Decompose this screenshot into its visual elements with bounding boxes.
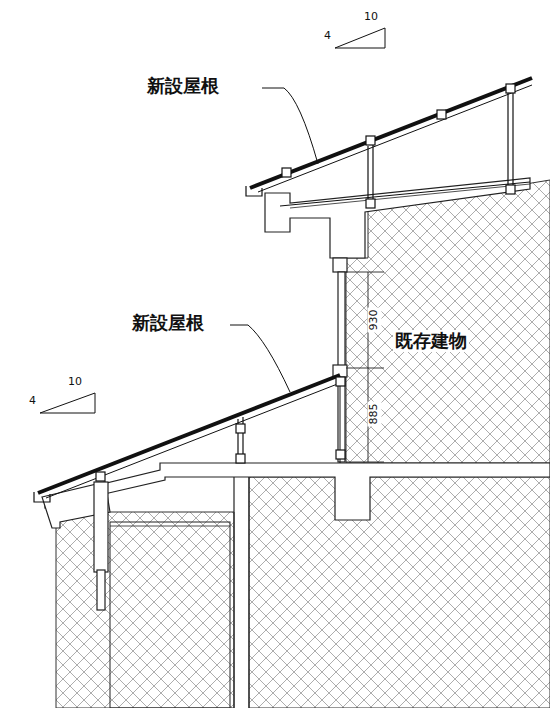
purlin	[506, 84, 515, 93]
leader-line	[230, 325, 290, 392]
gutter	[246, 186, 262, 196]
slope-symbol	[40, 28, 385, 413]
door-head	[110, 526, 230, 527]
slope-rise: 4	[29, 395, 36, 407]
leader-line	[262, 88, 318, 164]
dimension-number: 930	[367, 308, 381, 333]
dim-ext	[346, 272, 384, 273]
column-line	[233, 477, 234, 708]
left-hatch	[56, 512, 234, 708]
slope-triangle	[335, 28, 385, 48]
purlin	[336, 450, 345, 459]
purlin	[437, 110, 446, 119]
upper-new-roof	[246, 78, 532, 208]
roof-posts	[96, 377, 345, 481]
purlin	[236, 424, 245, 433]
purlin	[366, 136, 375, 145]
roof-sheet	[250, 78, 532, 188]
upper-hatch	[346, 180, 550, 463]
roof-label: 新設屋根	[147, 76, 219, 96]
lower-new-roof	[34, 375, 345, 502]
sash-box	[97, 570, 105, 610]
building-label: 既存建物	[393, 330, 469, 352]
purlin	[282, 168, 291, 177]
dim-line	[368, 272, 369, 462]
upper-slab-inner	[290, 184, 530, 208]
purlin	[336, 377, 345, 386]
column-line	[248, 477, 249, 708]
post	[372, 144, 373, 199]
existing-building-hatch	[56, 180, 550, 708]
post	[507, 93, 508, 186]
upper-eave-slab	[265, 178, 530, 258]
roof-board	[258, 85, 532, 192]
dimension-number: 885	[367, 402, 381, 427]
rafter-line	[280, 182, 530, 206]
upper-structure	[265, 178, 530, 462]
roof-label: 新設屋根	[132, 313, 204, 333]
dim-ext	[346, 368, 384, 369]
slope-triangle	[40, 393, 95, 413]
purlin	[506, 185, 515, 194]
purlin	[366, 199, 375, 208]
dim-ext	[346, 462, 384, 463]
gutter	[34, 492, 50, 502]
post	[512, 91, 513, 186]
lower-structure	[42, 463, 550, 708]
purlin	[236, 454, 245, 463]
slope-run: 10	[364, 11, 378, 23]
slope-rise: 4	[324, 30, 331, 42]
roof-sheet	[38, 375, 340, 493]
dimension-line	[346, 272, 384, 462]
sash-frame	[94, 482, 108, 572]
lower-slab	[45, 463, 550, 520]
slope-run: 10	[68, 376, 82, 388]
door-frame	[110, 522, 230, 708]
window-frame-upper	[333, 258, 347, 272]
post	[367, 146, 368, 200]
lower-hatch	[249, 477, 550, 708]
leader-lines	[230, 88, 318, 392]
roof-posts	[282, 84, 515, 208]
purlin	[96, 472, 105, 481]
